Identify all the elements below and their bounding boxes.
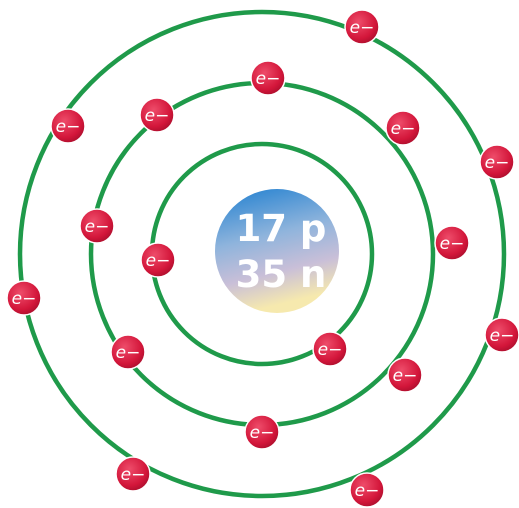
electron-label: e−: [391, 119, 416, 139]
electron-label: e−: [12, 289, 37, 309]
electron: e−: [434, 225, 470, 261]
electron: e−: [139, 97, 175, 133]
electron-circle: [387, 357, 423, 393]
nucleus: 17 p 35 n: [215, 189, 339, 313]
electron-label: e−: [85, 217, 110, 237]
electron-label: e−: [350, 18, 375, 38]
electron-circle: [484, 317, 519, 353]
electron-circle: [385, 110, 421, 146]
electron-label: e−: [250, 423, 275, 443]
electron-circle: [139, 97, 175, 133]
electron-circle: [312, 331, 348, 367]
electron: e−: [244, 414, 280, 450]
electron-circle: [479, 144, 515, 180]
electron-circle: [6, 280, 42, 316]
electron-label: e−: [116, 343, 141, 363]
electron: e−: [312, 331, 348, 367]
electron: e−: [479, 144, 515, 180]
electrons: e− e− e− e− e− e− e− e− e− e− e− e− e− e− e− e− e−: [6, 9, 519, 508]
electron-label: e−: [146, 251, 171, 271]
electron-circle: [244, 414, 280, 450]
electron-circle: [110, 334, 146, 370]
electron-label: e−: [318, 340, 343, 360]
electron: e−: [385, 110, 421, 146]
electron-label: e−: [145, 106, 170, 126]
electron: e−: [344, 9, 380, 45]
electron-circle: [349, 472, 385, 508]
electron-label: e−: [440, 234, 465, 254]
electron-circle: [115, 456, 151, 492]
electron-circle: [434, 225, 470, 261]
electron: e−: [79, 208, 115, 244]
electron-label: e−: [490, 326, 515, 346]
electron: e−: [140, 242, 176, 278]
electron-circle: [50, 108, 86, 144]
electron-circle: [79, 208, 115, 244]
electron-circle: [140, 242, 176, 278]
electron-label: e−: [393, 366, 418, 386]
electron: e−: [387, 357, 423, 393]
electron: e−: [349, 472, 385, 508]
electron: e−: [484, 317, 519, 353]
neutron-count: 35 n: [236, 253, 327, 296]
electron: e−: [110, 334, 146, 370]
electron: e−: [50, 108, 86, 144]
electron-label: e−: [256, 69, 281, 89]
electron-circle: [250, 60, 286, 96]
electron-label: e−: [485, 153, 510, 173]
electron-circle: [344, 9, 380, 45]
proton-count: 17 p: [236, 207, 327, 250]
electron: e−: [6, 280, 42, 316]
electron: e−: [250, 60, 286, 96]
electron-label: e−: [121, 465, 146, 485]
electron-label: e−: [56, 117, 81, 137]
electron-label: e−: [355, 481, 380, 501]
electron: e−: [115, 456, 151, 492]
outer-orbit: [17, 9, 507, 499]
